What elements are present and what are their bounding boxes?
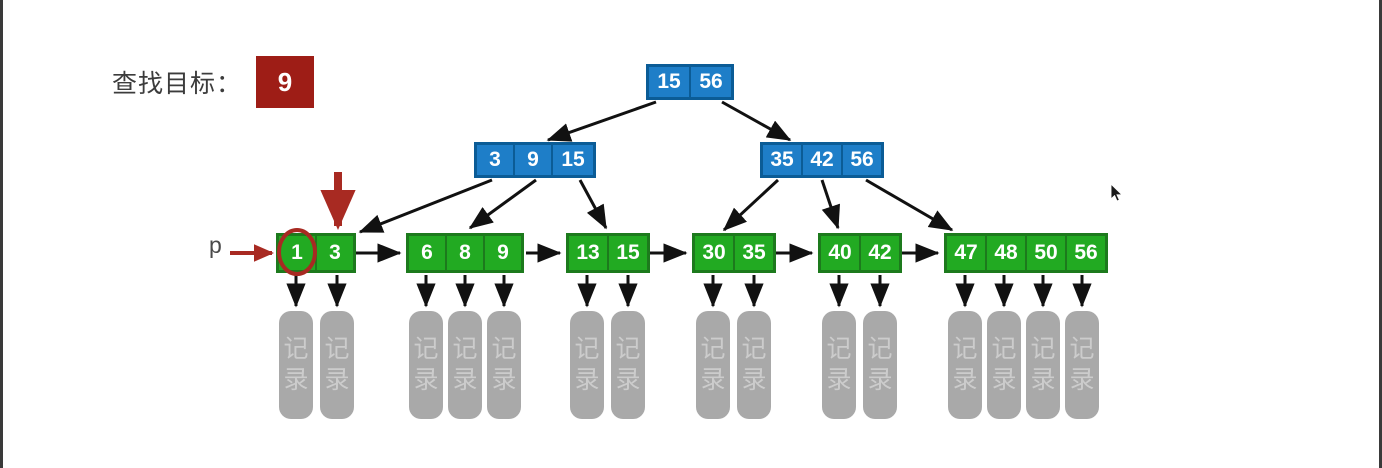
internal-node-right[interactable]: 35 42 56 — [760, 142, 884, 178]
search-target-value: 9 — [256, 56, 315, 108]
record-label-line2: 录 — [991, 366, 1017, 394]
leaf-3-key-0[interactable]: 13 — [568, 235, 608, 271]
record-label-line1: 记 — [491, 334, 517, 363]
frame-edge-right — [1379, 0, 1382, 468]
record-label-line1: 记 — [452, 334, 478, 363]
record-box: 记 录 — [1065, 311, 1099, 419]
record-box: 记 录 — [611, 311, 645, 419]
internal-left-key-1[interactable]: 9 — [514, 144, 552, 176]
leaf-node-6[interactable]: 47 48 50 56 — [944, 233, 1108, 273]
record-box: 记 录 — [822, 311, 856, 419]
record-label-line2: 录 — [413, 366, 439, 394]
record-label-line1: 记 — [700, 334, 726, 363]
edge-internal-right-to-leaves — [722, 178, 954, 232]
leaf-2-key-2[interactable]: 9 — [484, 235, 522, 271]
record-label-line2: 录 — [491, 366, 517, 394]
record-label-line2: 录 — [700, 366, 726, 394]
leaf-5-key-1[interactable]: 42 — [860, 235, 900, 271]
record-box: 记 录 — [863, 311, 897, 419]
leaf-to-record-links — [286, 275, 1092, 308]
record-label-line1: 记 — [991, 334, 1017, 363]
leaf-node-5[interactable]: 40 42 — [818, 233, 902, 273]
record-label-line2: 录 — [1069, 366, 1095, 394]
leaf-6-key-1[interactable]: 48 — [986, 235, 1026, 271]
record-label-line2: 录 — [867, 366, 893, 394]
leaf-node-4[interactable]: 30 35 — [692, 233, 776, 273]
record-label-line1: 记 — [1030, 334, 1056, 363]
leaf-6-key-0[interactable]: 47 — [946, 235, 986, 271]
record-label-line2: 录 — [952, 366, 978, 394]
internal-right-key-2[interactable]: 56 — [842, 144, 882, 176]
record-label-line1: 记 — [615, 334, 641, 363]
record-box: 记 录 — [948, 311, 982, 419]
leaf-2-key-0[interactable]: 6 — [408, 235, 446, 271]
record-label-line1: 记 — [1069, 334, 1095, 363]
record-label-line2: 录 — [1030, 366, 1056, 394]
leaf-1-key-1[interactable]: 3 — [316, 235, 354, 271]
leaf-4-key-1[interactable]: 35 — [734, 235, 774, 271]
record-label-line1: 记 — [867, 334, 893, 363]
edge-internal-left-to-leaves — [358, 178, 608, 234]
record-label-line2: 录 — [452, 366, 478, 394]
root-key-1[interactable]: 56 — [690, 66, 732, 98]
internal-right-key-0[interactable]: 35 — [762, 144, 802, 176]
internal-right-key-1[interactable]: 42 — [802, 144, 842, 176]
record-label-line1: 记 — [574, 334, 600, 363]
leaf-6-key-2[interactable]: 50 — [1026, 235, 1066, 271]
record-box: 记 录 — [737, 311, 771, 419]
record-label-line2: 录 — [741, 366, 767, 394]
internal-node-left[interactable]: 3 9 15 — [474, 142, 596, 178]
record-label-line2: 录 — [283, 366, 309, 394]
record-label-line1: 记 — [324, 334, 350, 363]
record-box: 记 录 — [409, 311, 443, 419]
record-label-line2: 录 — [574, 366, 600, 394]
search-target-caption: 查找目标： — [112, 70, 243, 98]
root-node[interactable]: 15 56 — [646, 64, 734, 100]
record-box: 记 录 — [487, 311, 521, 419]
record-label-line1: 记 — [826, 334, 852, 363]
leaf-6-key-3[interactable]: 56 — [1066, 235, 1106, 271]
record-label-line1: 记 — [952, 334, 978, 363]
record-label-line1: 记 — [283, 334, 309, 363]
record-label-line1: 记 — [413, 334, 439, 363]
record-box: 记 录 — [1026, 311, 1060, 419]
record-label-line1: 记 — [741, 334, 767, 363]
leaf-4-key-0[interactable]: 30 — [694, 235, 734, 271]
edge-root-to-internal — [546, 100, 792, 142]
mouse-cursor-icon — [1110, 183, 1124, 202]
search-target: 查找目标： 9 — [112, 56, 315, 108]
record-box: 记 录 — [570, 311, 604, 419]
record-box: 记 录 — [696, 311, 730, 419]
leaf-node-2[interactable]: 6 8 9 — [406, 233, 524, 273]
record-label-line2: 录 — [826, 366, 852, 394]
pointer-label-p: p — [209, 232, 222, 258]
internal-left-key-2[interactable]: 15 — [552, 144, 594, 176]
root-key-0[interactable]: 15 — [648, 66, 690, 98]
record-box: 记 录 — [320, 311, 354, 419]
internal-left-key-0[interactable]: 3 — [476, 144, 514, 176]
record-box: 记 录 — [279, 311, 313, 419]
leaf-1-key-0[interactable]: 1 — [278, 235, 316, 271]
leaf-2-key-1[interactable]: 8 — [446, 235, 484, 271]
record-label-line2: 录 — [324, 366, 350, 394]
leaf-node-3[interactable]: 13 15 — [566, 233, 650, 273]
record-box: 记 录 — [448, 311, 482, 419]
leaf-5-key-0[interactable]: 40 — [820, 235, 860, 271]
record-label-line2: 录 — [615, 366, 641, 394]
leaf-node-1[interactable]: 1 3 — [276, 233, 356, 273]
record-box: 记 录 — [987, 311, 1021, 419]
frame-edge-left — [0, 0, 3, 468]
leaf-3-key-1[interactable]: 15 — [608, 235, 648, 271]
